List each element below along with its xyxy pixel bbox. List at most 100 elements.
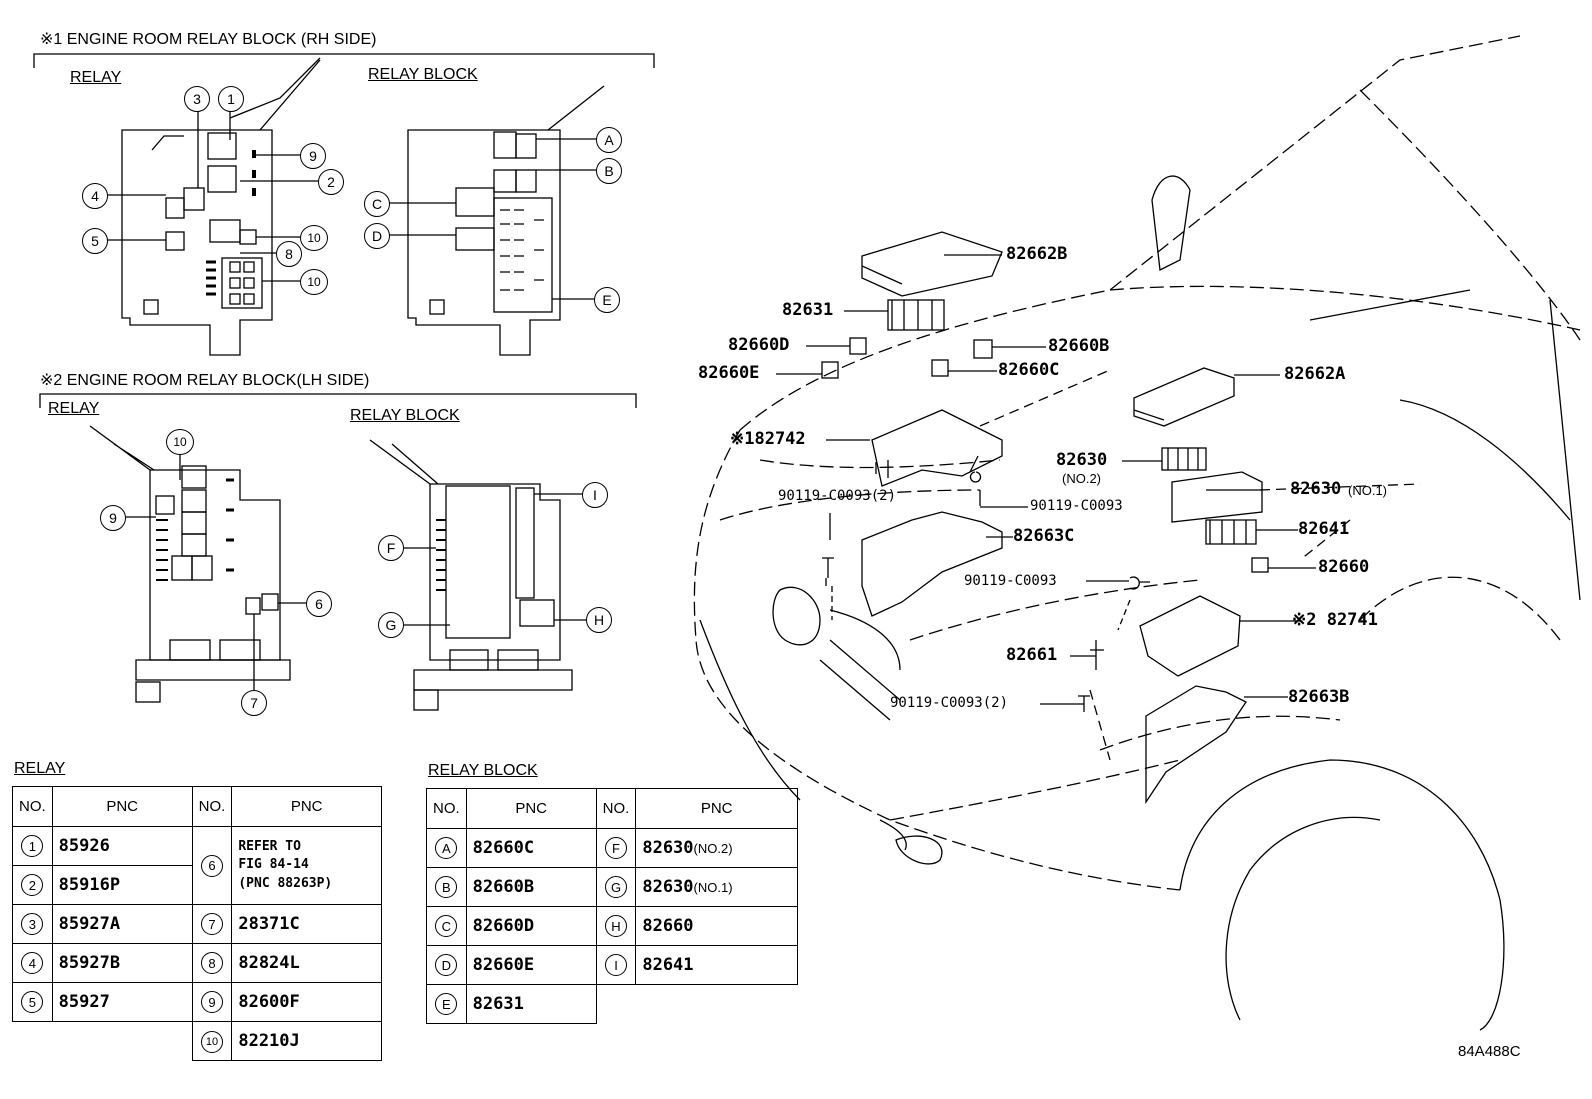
callout-2: 2 (318, 169, 344, 195)
col-no: NO. (426, 788, 467, 829)
row-pnc: 85927A (51, 904, 193, 944)
row-no: 6 (201, 854, 223, 877)
row-pnc: 85926 (51, 826, 193, 866)
callout-H: H (586, 607, 612, 633)
row-no: 8 (201, 952, 223, 974)
part-label-90119-b: 90119-C0093 (1030, 498, 1123, 514)
row-pnc: 82660 (635, 906, 798, 946)
rh-title: ※1 ENGINE ROOM RELAY BLOCK (RH SIDE) (40, 31, 377, 48)
lh-title: ※2 ENGINE ROOM RELAY BLOCK(LH SIDE) (40, 372, 370, 389)
col-pnc: PNC (635, 788, 798, 829)
row-pnc: 82641 (635, 945, 798, 985)
callout-7: 7 (241, 690, 267, 716)
lh-block-housing (369, 439, 573, 711)
rh-relay-label: RELAY (70, 69, 122, 86)
row-pnc-sub: (NO.1) (693, 880, 733, 895)
row-no: A (435, 837, 458, 859)
col-pnc: PNC (51, 786, 193, 827)
part-label-82630-no2: 82630 (1056, 450, 1108, 470)
table-row: B 82660B G 82630(NO.1) (426, 867, 798, 907)
callout-9: 9 (300, 143, 326, 169)
table-row: 2 85916P (12, 865, 382, 905)
part-label-90119-d: 90119-C0093(2) (890, 695, 1009, 711)
callout-C: C (364, 191, 390, 217)
col-pnc: PNC (465, 788, 597, 829)
col-pnc: PNC (231, 786, 382, 827)
row-pnc: 82660D (465, 906, 597, 946)
callout-F: F (378, 535, 404, 561)
row-no: C (435, 915, 458, 937)
table-row: A 82660C F 82630(NO.2) (426, 828, 798, 868)
row-pnc: 82600F (231, 982, 382, 1022)
part-label-82660E: 82660E (698, 363, 760, 383)
row-pnc: 82630 (642, 877, 694, 897)
row-pnc: 85916P (51, 865, 193, 905)
table-row: C 82660D H 82660 (426, 906, 798, 946)
callout-D: D (364, 223, 390, 249)
part-label-82660C: 82660C (998, 360, 1060, 380)
row-no: F (605, 837, 627, 859)
row-no: 9 (201, 991, 223, 1013)
col-no: NO. (191, 786, 233, 827)
row-pnc: 82660B (465, 867, 597, 907)
col-no: NO. (12, 786, 53, 827)
row-pnc: 85927B (51, 943, 193, 983)
row-pnc: 82824L (231, 943, 382, 983)
row-no: I (605, 954, 627, 976)
part-label-82741: ※2 82741 (1292, 610, 1378, 630)
callout-9: 9 (100, 505, 126, 531)
part-label-82662B: 82662B (1006, 244, 1068, 264)
row-no: 7 (201, 913, 223, 935)
lh-relay-block-label: RELAY BLOCK (350, 407, 460, 424)
row-no: G (605, 876, 627, 898)
callout-1: 1 (218, 86, 244, 112)
figure-code: 84A488C (1458, 1043, 1521, 1060)
callout-3: 3 (184, 86, 210, 112)
row-pnc: 85927 (51, 982, 193, 1022)
row-no: 4 (21, 952, 44, 974)
row-pnc: 82631 (465, 984, 597, 1024)
rh-block-housing (407, 85, 605, 356)
part-label-82641: 82641 (1298, 519, 1350, 539)
row-no: B (435, 876, 458, 898)
row-no: E (435, 993, 458, 1015)
row-no: 10 (201, 1030, 223, 1053)
part-label-82631: 82631 (782, 300, 834, 320)
part-label-82661: 82661 (1006, 645, 1058, 665)
col-no: NO. (595, 788, 637, 829)
row-no: H (605, 915, 627, 937)
part-sketches (821, 231, 1269, 805)
row-pnc-sub: (NO.2) (693, 841, 733, 856)
callout-10: 10 (300, 225, 328, 251)
vehicle-outline (693, 35, 1581, 891)
row-pnc: 82210J (231, 1021, 382, 1061)
part-label-90119-a: 90119-C0093(2) (778, 488, 897, 504)
table-row: 5 85927 9 82600F (12, 982, 382, 1022)
table-row: 1 85926 6 REFER TO FIG 84-14 (PNC 88263P… (12, 826, 382, 905)
row-pnc: 82660E (465, 945, 597, 985)
part-label-82663C: 82663C (1013, 526, 1075, 546)
table-row: 10 82210J (13, 1021, 382, 1061)
row-no: 5 (21, 991, 44, 1013)
row-pnc: 28371C (231, 904, 382, 944)
relay-table-caption: RELAY (14, 760, 66, 777)
rh-relay-block-label: RELAY BLOCK (368, 66, 478, 83)
part-label-82663B: 82663B (1288, 687, 1350, 707)
lh-relay-label: RELAY (48, 400, 100, 417)
part-label-82630-no1: 82630 (1290, 479, 1342, 499)
callout-6: 6 (306, 591, 332, 617)
relay-table: NO. PNC NO. PNC 1 85926 6 REFER TO FIG 8… (12, 786, 382, 1061)
callout-A: A (596, 127, 622, 153)
row-no: 1 (21, 835, 44, 857)
lh-relay-housing (89, 425, 291, 703)
table-row: E 82631 (426, 984, 798, 1024)
row-pnc: 82660C (465, 828, 597, 868)
row-pnc: 82630 (642, 838, 694, 858)
part-label-82662A: 82662A (1284, 364, 1346, 384)
rh-relay-housing (121, 57, 321, 356)
part-label-82630-no1-sub: (NO.1) (1348, 483, 1387, 498)
part-label-82630-no2-sub: (NO.2) (1062, 471, 1101, 486)
callout-G: G (378, 612, 404, 638)
callout-B: B (596, 158, 622, 184)
